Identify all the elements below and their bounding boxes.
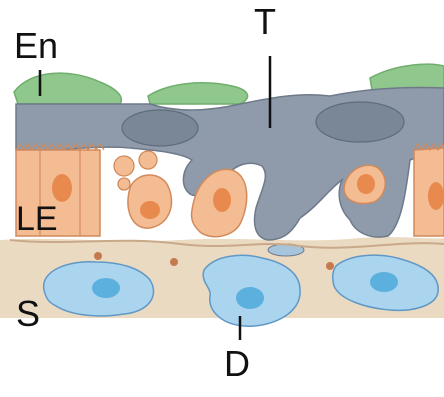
epithelium-nucleus-right: [428, 182, 444, 210]
label-le: LE: [16, 202, 58, 236]
label-en: En: [14, 28, 58, 64]
decidual-nucleus-2: [236, 287, 264, 309]
small-cell-2: [118, 178, 130, 190]
trophoblast-nucleus-2: [316, 102, 404, 142]
endothelium-cell-middle: [148, 83, 248, 104]
small-cell-1: [114, 156, 134, 176]
label-d: D: [224, 346, 250, 382]
decidual-nucleus-3: [370, 272, 398, 292]
label-t: T: [254, 4, 276, 40]
endothelium-cell-left: [14, 73, 121, 104]
label-s: S: [16, 296, 40, 332]
small-cell-3: [139, 151, 157, 169]
endothelium-cell-right: [370, 64, 444, 90]
epithelium-nucleus-a: [140, 201, 160, 219]
decidual-nucleus-1: [92, 278, 120, 298]
trophoblast-nucleus-1: [122, 110, 198, 146]
epithelium-nucleus-1: [52, 174, 72, 202]
epithelium-nucleus-c: [357, 174, 375, 194]
stroma-dot-3: [326, 262, 334, 270]
epithelium-nucleus-b: [213, 188, 231, 212]
stroma-dot-1: [94, 252, 102, 260]
stroma-dot-2: [170, 258, 178, 266]
